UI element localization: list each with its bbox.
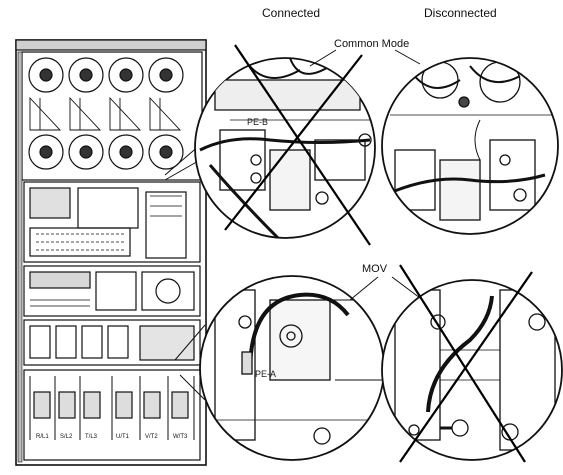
x-mark-line — [399, 264, 526, 463]
connected-label: Connected — [262, 6, 321, 20]
power-board — [23, 265, 201, 317]
control-board — [23, 181, 201, 263]
common-mode-label: Common Mode — [334, 38, 410, 50]
x-mark-line — [234, 44, 371, 246]
terminal-label: T/L3 — [85, 434, 98, 440]
fan-section — [21, 51, 203, 181]
terminal-labels: R/L1 S/L2 T/L3 U/T1 V/T2 W/T3 — [36, 434, 188, 440]
callout-line — [309, 49, 337, 67]
detail-mov-disconnected — [381, 264, 563, 463]
detail-common-mode-connected: PE-B — [194, 44, 376, 246]
terminal-label: W/T3 — [173, 434, 188, 440]
mov-label: MOV — [362, 263, 388, 275]
terminal-label: V/T2 — [145, 434, 158, 440]
terminal-label: U/T1 — [116, 434, 130, 440]
detail-common-mode-disconnected — [381, 57, 559, 235]
detail-mov-connected: PE-A — [199, 275, 385, 461]
fan-icon — [28, 57, 184, 170]
x-mark-line — [399, 271, 533, 463]
callout-line — [394, 49, 421, 65]
pe-a-label: PE-A — [255, 369, 276, 379]
callout-line — [349, 276, 379, 301]
pe-b-label: PE-B — [247, 117, 268, 127]
drive-unit — [15, 39, 207, 466]
callout-line — [391, 276, 421, 299]
terminal-label: S/L2 — [60, 434, 73, 440]
disconnected-label: Disconnected — [424, 6, 497, 20]
x-mark-line — [224, 54, 363, 231]
terminal-block — [23, 369, 201, 461]
capacitor-section — [23, 319, 201, 366]
terminal-label: R/L1 — [36, 434, 49, 440]
